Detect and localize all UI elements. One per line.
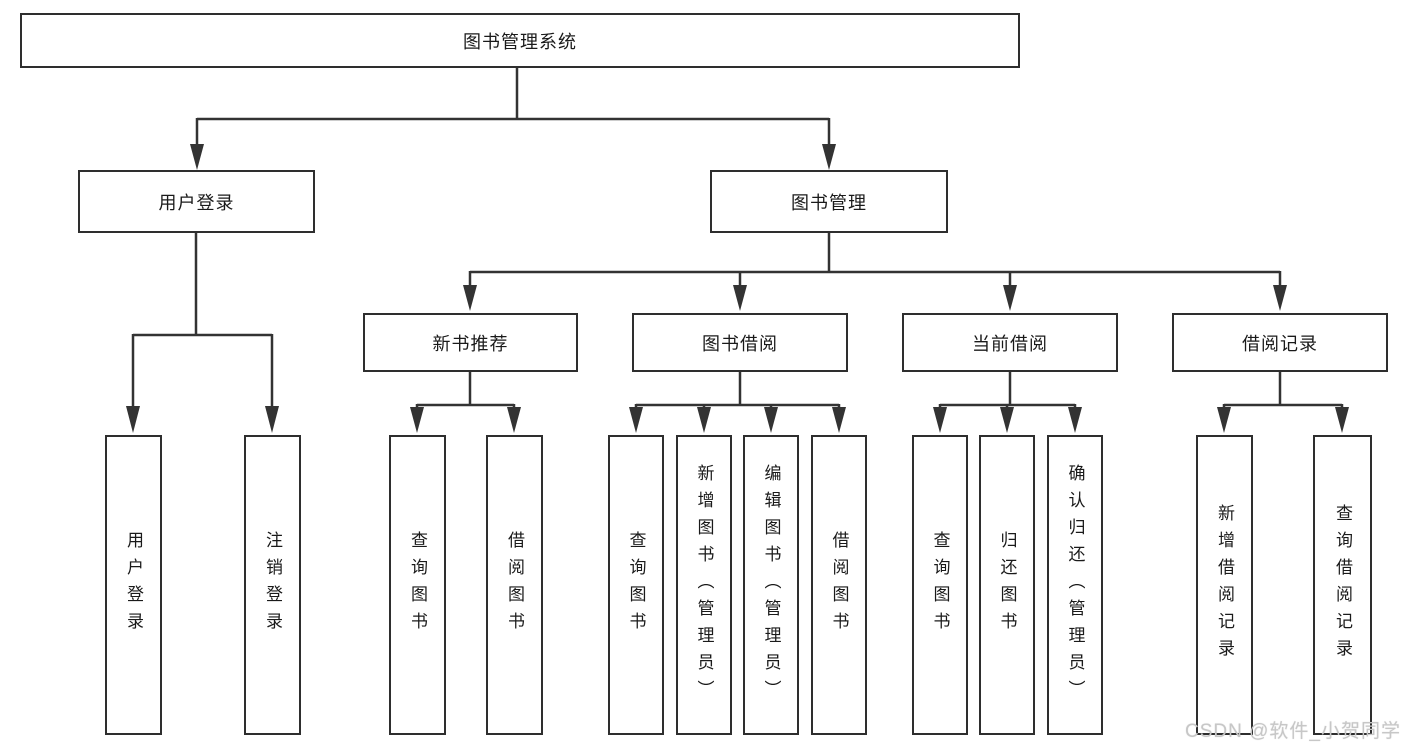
leaf-borrow-books-2: 借阅图书 <box>811 435 867 735</box>
leaf-label: 用户登录 <box>124 531 143 639</box>
connector-records-to-leaves <box>1222 372 1344 409</box>
connector-root-to-level2 <box>195 68 831 146</box>
leaf-label: 查询图书 <box>626 531 646 639</box>
leaf-label: 确认归还（管理员） <box>1065 463 1085 707</box>
leaf-label: 归还图书 <box>997 531 1017 639</box>
connector-borrow-to-leaves <box>634 372 841 409</box>
leaf-label: 查询借阅记录 <box>1333 504 1352 666</box>
leaf-add-borrow-record: 新增借阅记录 <box>1196 435 1253 735</box>
leaf-label: 新增借阅记录 <box>1215 504 1234 666</box>
csdn-watermark: CSDN @软件_小贺同学 <box>1185 721 1401 742</box>
leaf-label: 新增图书（管理员） <box>694 463 714 707</box>
leaf-label: 注销登录 <box>263 531 282 639</box>
connector-current-to-leaves <box>938 372 1077 409</box>
leaf-query-books-3: 查询图书 <box>912 435 968 735</box>
leaf-label: 借阅图书 <box>829 531 849 639</box>
node-book-management: 图书管理 <box>710 170 948 233</box>
leaf-query-books-2: 查询图书 <box>608 435 664 735</box>
node-current-borrow: 当前借阅 <box>902 313 1118 372</box>
leaf-query-borrow-record: 查询借阅记录 <box>1313 435 1372 735</box>
leaf-label: 查询图书 <box>408 531 427 639</box>
leaf-label: 借阅图书 <box>505 531 524 639</box>
arrowheads <box>126 144 1349 433</box>
leaf-logout: 注销登录 <box>244 435 301 735</box>
node-user-login: 用户登录 <box>78 170 315 233</box>
node-new-book-recommend: 新书推荐 <box>363 313 578 372</box>
node-root-system: 图书管理系统 <box>20 13 1020 68</box>
connector-userlogin-to-leaves <box>131 233 274 408</box>
leaf-borrow-books-1: 借阅图书 <box>486 435 543 735</box>
leaf-label: 编辑图书（管理员） <box>761 463 781 707</box>
leaf-query-books-1: 查询图书 <box>389 435 446 735</box>
connector-newbook-to-leaves <box>415 372 516 409</box>
leaf-label: 查询图书 <box>930 531 950 639</box>
leaf-add-book-admin: 新增图书（管理员） <box>676 435 732 735</box>
node-book-borrow: 图书借阅 <box>632 313 848 372</box>
node-borrow-records: 借阅记录 <box>1172 313 1388 372</box>
leaf-user-login: 用户登录 <box>105 435 162 735</box>
leaf-edit-book-admin: 编辑图书（管理员） <box>743 435 799 735</box>
connector-bookmgmt-to-level3 <box>468 233 1282 287</box>
leaf-return-book: 归还图书 <box>979 435 1035 735</box>
leaf-confirm-return-admin: 确认归还（管理员） <box>1047 435 1103 735</box>
